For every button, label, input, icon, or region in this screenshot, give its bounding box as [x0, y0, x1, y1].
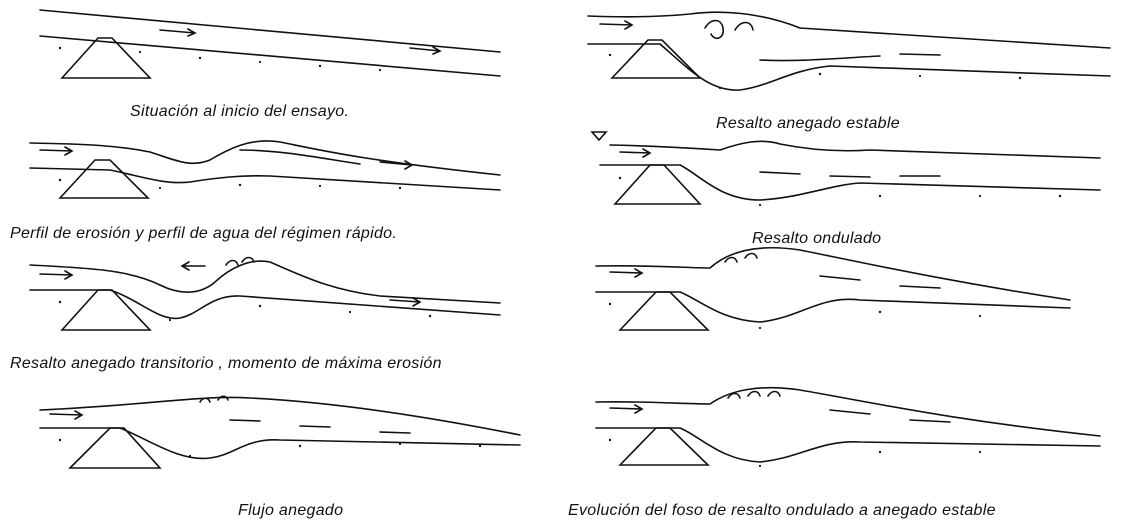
panel-rapid-regime: [30, 141, 500, 198]
water-surface-line: [588, 12, 1110, 48]
flow-line: [820, 276, 940, 288]
bed-line: [40, 428, 520, 458]
flow-arrow: [410, 47, 440, 54]
back-arrow: [182, 262, 205, 270]
dam-shape: [615, 165, 700, 204]
flow-line: [240, 150, 360, 164]
panel-initial-situation: [40, 10, 500, 78]
flow-arrow: [600, 21, 632, 29]
panel-undular-jump: [592, 132, 1100, 204]
caption-transient-jump: Resalto anegado transitorio , momento de…: [10, 355, 442, 373]
panel-transient-jump: [30, 258, 500, 331]
flow-arrow: [390, 298, 420, 306]
flow-arrow: [160, 29, 195, 36]
water-surface-line: [610, 141, 1100, 158]
flow-line: [760, 54, 940, 61]
dam-shape: [60, 160, 148, 198]
dam-shape: [620, 292, 708, 330]
bed-line: [596, 428, 1100, 462]
flow-arrow: [620, 149, 650, 157]
roller-curl: [226, 258, 254, 266]
caption-evolution: Evolución del foso de resalto ondulado a…: [568, 502, 996, 520]
flow-arrow: [50, 411, 82, 419]
dam-shape: [620, 428, 708, 465]
panel-evolution: [596, 388, 1100, 465]
caption-rapid-regime: Perfil de erosión y perfil de agua del r…: [10, 225, 397, 243]
bed-line: [596, 292, 1070, 322]
roller-curl: [705, 21, 753, 39]
bed-line: [30, 168, 500, 190]
dam-shape: [70, 428, 160, 468]
dam-shape: [62, 290, 150, 330]
flow-arrow: [40, 271, 72, 279]
water-surface-line: [40, 10, 500, 52]
bed-line: [40, 36, 500, 76]
flow-arrow: [610, 405, 642, 413]
caption-undular-jump: Resalto ondulado: [752, 230, 881, 248]
flow-line: [830, 410, 950, 422]
caption-stable-submerged-jump: Resalto anegado estable: [716, 115, 900, 133]
flow-line: [760, 172, 940, 177]
water-level-marker: [592, 132, 606, 140]
water-surface-line: [30, 261, 500, 303]
bed-line: [588, 44, 1110, 90]
caption-initial-situation: Situación al inicio del ensayo.: [130, 103, 349, 121]
flow-arrow: [610, 269, 642, 277]
panel-submerged-flow: [40, 396, 520, 468]
flow-line: [230, 420, 410, 433]
panel-undular-ondulado-2: [596, 248, 1070, 330]
bed-line: [30, 290, 500, 318]
flow-arrow: [40, 147, 72, 155]
water-surface-line: [40, 397, 520, 435]
dam-shape: [612, 40, 700, 78]
panel-stable-submerged-jump: [588, 12, 1110, 90]
caption-submerged-flow: Flujo anegado: [238, 502, 343, 520]
bed-line: [600, 165, 1100, 200]
